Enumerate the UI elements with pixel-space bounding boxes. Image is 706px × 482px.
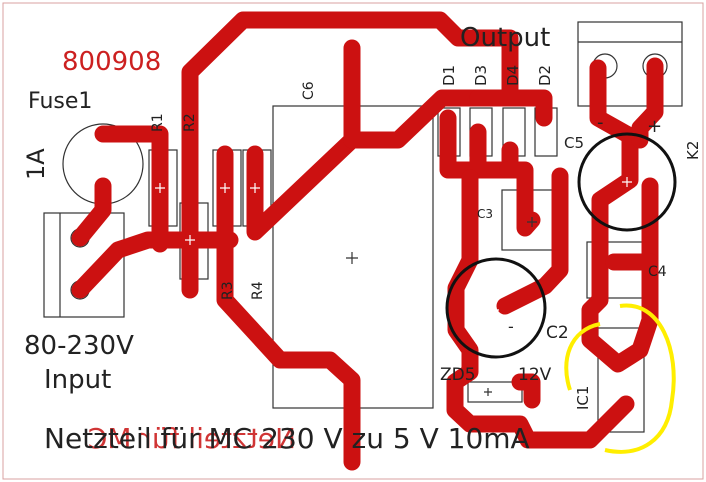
bottom-title-mirrored: Netzteil für MC — [88, 422, 296, 455]
output-minus-label: - — [597, 112, 604, 133]
ic1-outline — [597, 327, 645, 433]
c2-minus-label: - — [508, 317, 514, 336]
output-plus-label: + — [647, 116, 662, 137]
input-label: Input — [44, 365, 111, 395]
zd-voltage-label: 12V — [518, 365, 552, 385]
r2-label: R2 — [182, 113, 198, 132]
yellow-highlight — [564, 303, 676, 454]
output-terminal-outline — [577, 21, 683, 107]
board-id: 800908 — [62, 47, 161, 77]
output-label: Output — [460, 23, 550, 53]
input-terminal-outline — [43, 212, 125, 318]
r3-label: R3 — [220, 281, 236, 300]
d4-label: D4 — [504, 65, 522, 86]
k2-label: K2 — [684, 141, 702, 160]
zd5-label: ZD5 — [440, 365, 476, 385]
c4-label: C4 — [648, 264, 667, 280]
r4-label: R4 — [250, 281, 266, 300]
fuse-rating: 1A — [22, 148, 50, 180]
c3-label: C3 — [477, 207, 493, 221]
annotations — [445, 132, 677, 454]
input-voltage: 80-230V — [24, 331, 134, 361]
zd5-outline — [467, 381, 523, 403]
bottom-title: Netzteil für MC 230 V zu 5 V 10mA — [44, 422, 530, 455]
ic1-label: IC1 — [574, 386, 592, 410]
c2-ring — [445, 257, 547, 359]
d2-label: D2 — [536, 65, 554, 86]
d1-label: D1 — [440, 65, 458, 86]
fuse-name: Fuse1 — [28, 89, 92, 114]
component-outlines — [43, 21, 683, 433]
d3-label: D3 — [472, 65, 490, 86]
copper-traces — [71, 11, 664, 471]
r1-label: R1 — [150, 113, 166, 132]
c6-label: C6 — [301, 81, 317, 100]
k2-ring — [577, 132, 677, 232]
c5-label: C5 — [564, 134, 584, 152]
c2-label: C2 — [546, 323, 569, 343]
pad-markers — [98, 159, 632, 383]
